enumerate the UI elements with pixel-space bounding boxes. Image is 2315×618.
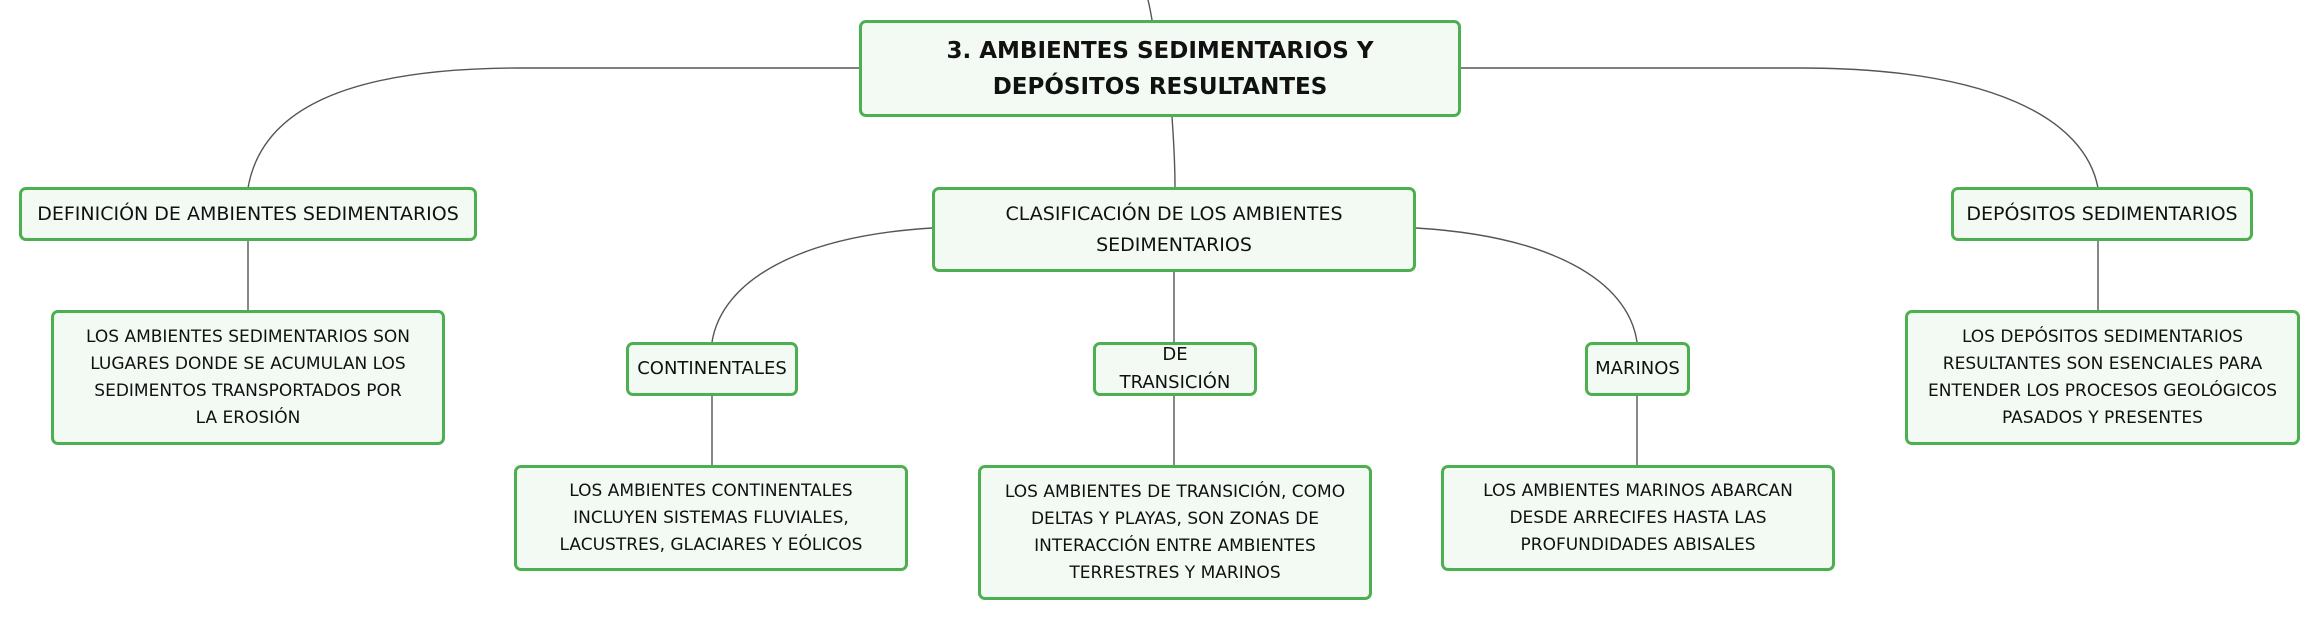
subtopic-transicion-label: DE TRANSICIÓN bbox=[1119, 344, 1231, 393]
topic-definicion-label: DEFINICIÓN DE AMBIENTES SEDIMENTARIOS bbox=[37, 202, 459, 225]
detail-continentales-text: LOS AMBIENTES CONTINENTALES INCLUYEN SIS… bbox=[559, 480, 863, 555]
connector-clasificacion-continentales bbox=[711, 227, 933, 343]
detail-continentales[interactable]: LOS AMBIENTES CONTINENTALES INCLUYEN SIS… bbox=[514, 465, 908, 571]
topic-clasificacion[interactable]: CLASIFICACIÓN DE LOS AMBIENTES SEDIMENTA… bbox=[932, 187, 1416, 272]
detail-definicion[interactable]: LOS AMBIENTES SEDIMENTARIOS SON LUGARES … bbox=[51, 310, 445, 445]
connector-root-definicion bbox=[247, 67, 859, 189]
detail-depositos-text: LOS DEPÓSITOS SEDIMENTARIOS RESULTANTES … bbox=[1928, 326, 2277, 428]
connector-clasificacion-marinos bbox=[1415, 227, 1638, 343]
subtopic-marinos[interactable]: MARINOS bbox=[1585, 342, 1690, 396]
detail-depositos[interactable]: LOS DEPÓSITOS SEDIMENTARIOS RESULTANTES … bbox=[1905, 310, 2300, 445]
subtopic-continentales[interactable]: CONTINENTALES bbox=[626, 342, 798, 396]
topic-clasificacion-label: CLASIFICACIÓN DE LOS AMBIENTES SEDIMENTA… bbox=[1005, 202, 1343, 256]
connector-root-depositos bbox=[1461, 67, 2099, 189]
detail-transicion-text: LOS AMBIENTES DE TRANSICIÓN, COMO DELTAS… bbox=[1004, 481, 1346, 583]
connector-incoming-root bbox=[1147, 0, 1153, 21]
detail-marinos-text: LOS AMBIENTES MARINOS ABARCAN DESDE ARRE… bbox=[1483, 480, 1793, 555]
topic-depositos-label: DEPÓSITOS SEDIMENTARIOS bbox=[1966, 202, 2238, 225]
topic-depositos[interactable]: DEPÓSITOS SEDIMENTARIOS bbox=[1951, 187, 2253, 241]
root-topic[interactable]: 3. AMBIENTES SEDIMENTARIOS Y DEPÓSITOS R… bbox=[859, 20, 1461, 117]
connector-root-clasificacion bbox=[1171, 116, 1176, 189]
detail-definicion-text: LOS AMBIENTES SEDIMENTARIOS SON LUGARES … bbox=[86, 326, 410, 428]
subtopic-marinos-label: MARINOS bbox=[1595, 358, 1680, 379]
detail-transicion[interactable]: LOS AMBIENTES DE TRANSICIÓN, COMO DELTAS… bbox=[978, 465, 1372, 600]
detail-marinos[interactable]: LOS AMBIENTES MARINOS ABARCAN DESDE ARRE… bbox=[1441, 465, 1835, 571]
topic-definicion[interactable]: DEFINICIÓN DE AMBIENTES SEDIMENTARIOS bbox=[19, 187, 477, 241]
subtopic-continentales-label: CONTINENTALES bbox=[637, 358, 787, 379]
subtopic-transicion[interactable]: DE TRANSICIÓN bbox=[1093, 342, 1257, 396]
root-topic-label: 3. AMBIENTES SEDIMENTARIOS Y DEPÓSITOS R… bbox=[946, 37, 1374, 100]
